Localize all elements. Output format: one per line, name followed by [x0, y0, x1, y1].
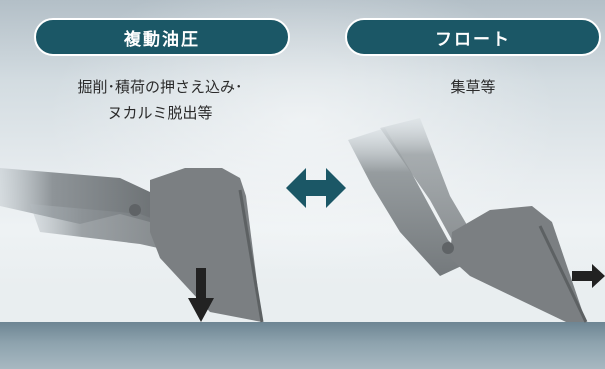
- mode-label-double-acting: 複動油圧: [34, 18, 290, 56]
- left-loader-illustration: [0, 168, 264, 323]
- mode-label-float-text: フロート: [435, 29, 511, 50]
- description-double-acting-line1: 掘削･積荷の押さえ込み･: [77, 78, 243, 96]
- mode-label-double-acting-text: 複動油圧: [124, 29, 200, 50]
- right-loader-illustration: [348, 118, 588, 323]
- right-arm: [348, 128, 470, 276]
- left-arm-lower: [30, 204, 178, 252]
- right-arrow-icon: [572, 264, 605, 288]
- left-pivot: [129, 204, 141, 216]
- right-bucket: [450, 206, 586, 322]
- description-float: 集草等: [345, 74, 601, 100]
- ground: [0, 322, 605, 369]
- description-double-acting: 掘削･積荷の押さえ込み･ ヌカルミ脱出等: [10, 74, 310, 126]
- right-arm-lower: [380, 118, 470, 240]
- description-double-acting-line2: ヌカルミ脱出等: [107, 104, 213, 122]
- left-bucket: [150, 168, 262, 322]
- left-bucket-edge: [238, 189, 264, 323]
- right-bucket-edge: [538, 225, 588, 323]
- double-arrow-icon: [286, 168, 346, 208]
- down-arrow-icon: [188, 268, 214, 322]
- mode-label-float: フロート: [345, 18, 601, 56]
- description-float-line1: 集草等: [450, 78, 496, 96]
- right-pivot: [442, 242, 454, 254]
